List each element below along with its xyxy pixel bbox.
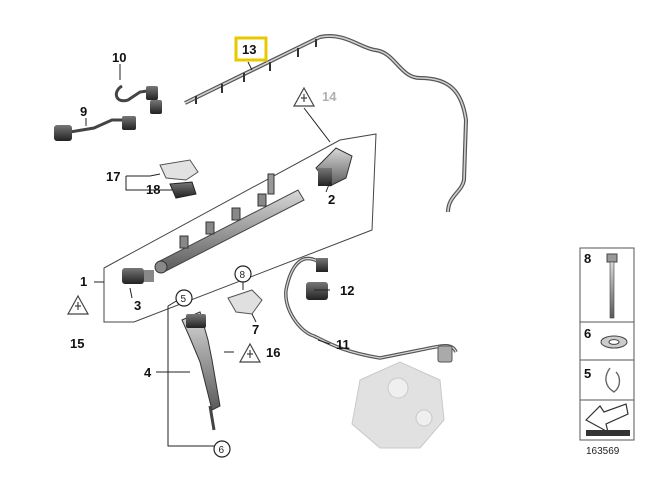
highlight-box — [234, 36, 268, 62]
label-2[interactable]: 2 — [328, 192, 335, 207]
label-3[interactable]: 3 — [134, 298, 141, 313]
svg-text:6: 6 — [219, 445, 225, 456]
bracket-18[interactable] — [169, 181, 197, 199]
high-pressure-line[interactable] — [284, 256, 458, 363]
label-13[interactable]: 13 — [242, 42, 256, 57]
diagram-id: 163569 — [586, 446, 620, 457]
fuel-pump — [351, 361, 445, 449]
svg-text:8: 8 — [584, 251, 591, 266]
label-10[interactable]: 10 — [112, 50, 126, 65]
label-17[interactable]: 17 — [106, 169, 120, 184]
connector-line-10[interactable] — [114, 84, 162, 114]
svg-text:6: 6 — [584, 326, 591, 341]
rail-group-outline — [103, 133, 377, 323]
label-16[interactable]: 16 — [266, 345, 280, 360]
arrow-icon — [585, 403, 630, 436]
rail-pressure-sensor[interactable] — [122, 268, 154, 284]
label-14[interactable]: 14 — [322, 89, 337, 104]
label-7[interactable]: 7 — [252, 322, 259, 337]
ref-circle-5[interactable]: 5 — [175, 289, 193, 307]
label-15[interactable]: 15 — [70, 336, 84, 351]
injector[interactable] — [181, 311, 221, 431]
legend-item-washer[interactable]: 6 — [584, 326, 628, 349]
svg-text:5: 5 — [181, 294, 187, 305]
fuel-rail[interactable] — [154, 173, 305, 274]
ref-circle-8[interactable]: 8 — [234, 265, 252, 283]
legend-item-bolt[interactable]: 8 — [584, 251, 618, 319]
warning-triangle-icon — [292, 86, 316, 107]
label-11[interactable]: 11 — [336, 337, 350, 352]
injector-clamp[interactable] — [227, 289, 263, 315]
legend-panel: 8 6 5 — [579, 247, 635, 441]
label-1[interactable]: 1 — [80, 274, 87, 289]
svg-text:5: 5 — [584, 366, 591, 381]
return-line-pipe[interactable] — [184, 34, 469, 213]
washer-icon — [600, 335, 628, 349]
legend-item-clip[interactable]: 5 — [584, 366, 621, 393]
warning-triangle-icon — [66, 294, 90, 315]
legend-item-arrow[interactable] — [585, 403, 630, 436]
ref-circle-6[interactable]: 6 — [213, 440, 231, 458]
svg-text:8: 8 — [240, 270, 246, 281]
warning-triangle-icon — [238, 342, 262, 363]
clip-icon — [605, 367, 621, 393]
bracket-17[interactable] — [159, 159, 199, 181]
label-12[interactable]: 12 — [340, 283, 354, 298]
connector-line-9[interactable] — [54, 116, 136, 141]
label-18[interactable]: 18 — [146, 182, 160, 197]
bolt-icon — [606, 253, 618, 319]
label-4[interactable]: 4 — [144, 365, 152, 380]
label-9[interactable]: 9 — [80, 104, 87, 119]
pressure-valve[interactable] — [315, 147, 353, 187]
bracket-12[interactable] — [306, 282, 328, 300]
